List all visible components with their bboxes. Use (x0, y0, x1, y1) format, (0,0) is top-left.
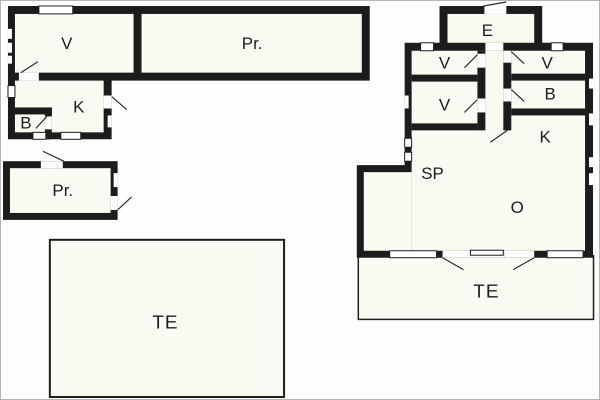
door-swing (490, 129, 508, 143)
room-label-sp: SP (421, 164, 444, 183)
room-label-v3: V (439, 95, 451, 114)
door-swing (510, 51, 525, 65)
left-v-bottom-wall (411, 123, 478, 131)
b-k-divider-wall (511, 108, 586, 116)
hall-opening (485, 42, 504, 51)
v-b-divider-wall (511, 73, 586, 81)
window-opening (389, 250, 438, 259)
terrace-left-label: TE (152, 312, 178, 333)
door-opening (40, 161, 63, 169)
window-opening (404, 151, 413, 162)
outbuilding: Pr. (2, 150, 132, 220)
window-opening (550, 42, 564, 52)
room-e-area (447, 13, 535, 43)
window-opening (404, 95, 409, 109)
window-opening (546, 250, 584, 259)
window-opening (589, 78, 594, 89)
door-swing (442, 257, 464, 271)
window-opening (404, 137, 413, 148)
terrace-right (357, 254, 595, 321)
room-label-v: V (61, 34, 73, 53)
room-label-b2: B (545, 85, 556, 104)
left-building: V Pr. K B (7, 5, 370, 140)
room-label-pr2: Pr. (52, 181, 73, 200)
door-swing (483, 1, 507, 7)
main-living-area (411, 50, 586, 251)
room-label-v1: V (439, 54, 451, 73)
door-swing (42, 150, 65, 162)
room-label-k: K (73, 97, 85, 116)
door-opening (503, 88, 512, 102)
door-swing (117, 196, 132, 211)
room-label-o: O (511, 198, 524, 217)
window-opening (420, 42, 435, 52)
door-opening (110, 196, 118, 210)
sp-jog-area (363, 172, 412, 251)
left-v-divider-wall (411, 74, 478, 82)
door-swing (464, 99, 478, 113)
room-label-pr: Pr. (242, 34, 263, 53)
patio-door-opening (442, 250, 470, 258)
door-swing (35, 116, 48, 129)
door-swing (20, 61, 39, 74)
window-opening (38, 5, 74, 15)
terrace-left-outline (48, 238, 286, 399)
room-b-top-wall (7, 107, 52, 115)
door-opening (103, 95, 112, 109)
door-opening (44, 116, 52, 130)
window-opening (589, 157, 594, 168)
hallway-left-wall (477, 50, 486, 131)
room-v-area (14, 13, 134, 73)
terrace-left: TE (48, 238, 286, 399)
door-opening (18, 72, 39, 81)
right-building: E V V V B K SP O (356, 1, 594, 271)
room-label-v2: V (542, 54, 554, 73)
door-opening (477, 98, 486, 113)
patio-door-opening (504, 250, 535, 258)
terrace-right-label: TE (473, 282, 499, 303)
door-opening (503, 50, 512, 63)
window-opening (107, 115, 112, 128)
room-label-e: E (482, 21, 493, 40)
window-opening (113, 173, 118, 188)
window-opening (7, 85, 16, 99)
room-label-b: B (20, 113, 31, 132)
room-pr2-area (9, 168, 111, 213)
terrace-right-outline (357, 254, 595, 321)
door-swing (512, 257, 535, 271)
door-opening (477, 53, 486, 68)
patio-fixed-panel (469, 249, 504, 256)
room-label-k2: K (540, 127, 552, 146)
room-pr-area (141, 13, 362, 73)
entrance-door-opening (484, 5, 507, 14)
door-swing (111, 96, 127, 110)
window-opening (7, 28, 12, 39)
door-swing (464, 54, 478, 69)
door-swing (510, 89, 525, 102)
room-k-area (14, 80, 104, 133)
window-opening (60, 131, 82, 140)
window-opening (7, 55, 12, 64)
window-opening (32, 131, 47, 140)
window-opening (589, 113, 594, 126)
window-opening (589, 173, 594, 186)
window-opening (7, 42, 12, 53)
